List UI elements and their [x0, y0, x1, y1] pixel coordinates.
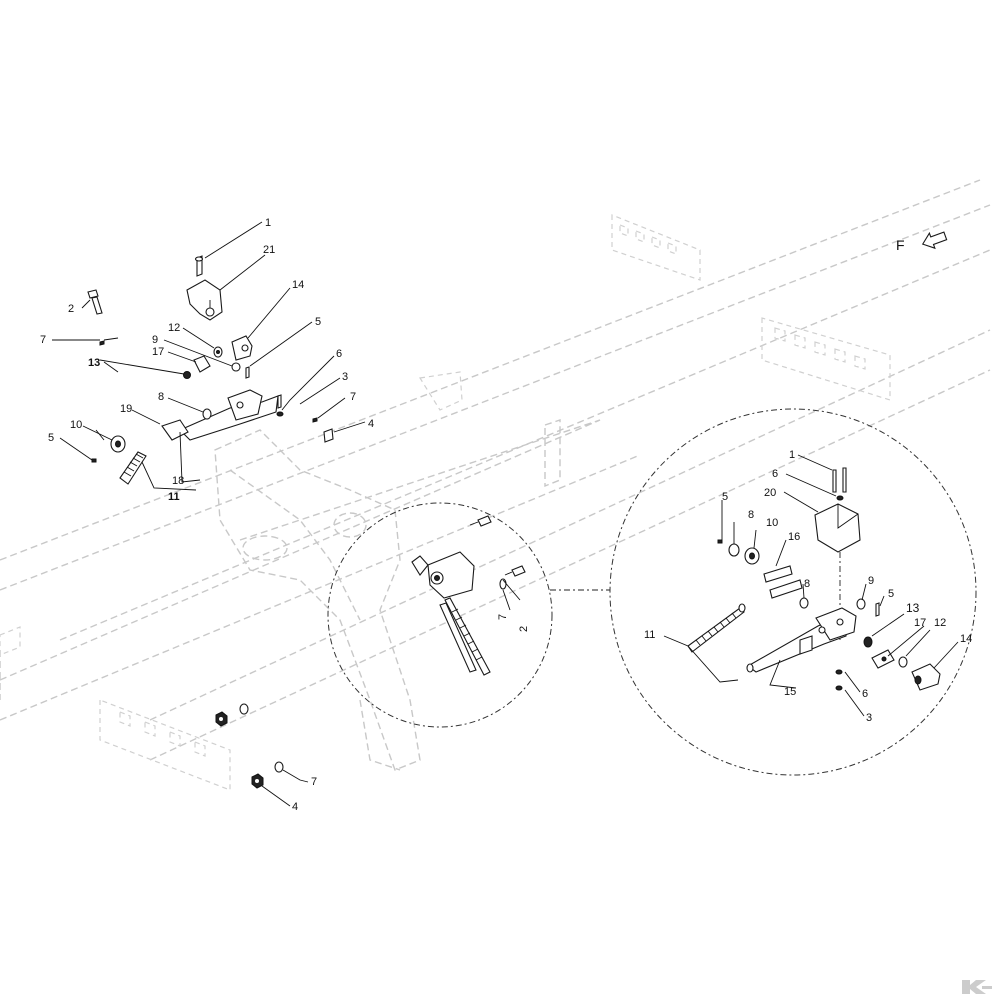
callout-left-3: 3 [342, 371, 348, 383]
callout-detail-20: 20 [764, 487, 776, 499]
bottom-fasteners: 7 4 [215, 703, 317, 813]
callout-detail-14: 14 [960, 633, 972, 645]
callout-left-17: 17 [152, 346, 164, 358]
callout-detail-5a: 5 [722, 491, 728, 503]
callout-left-7b: 7 [350, 391, 356, 403]
callout-detail-3: 3 [866, 712, 872, 724]
callout-detail-11: 11 [644, 629, 655, 641]
callout-detail-8a: 8 [748, 509, 754, 521]
callout-left-10: 10 [70, 419, 82, 431]
callout-detail-17: 17 [914, 617, 926, 629]
callout-detail-9: 9 [868, 575, 874, 587]
callout-left-21: 21 [263, 244, 275, 256]
callout-left-18: 18 [172, 475, 184, 487]
callout-left-11: 11 [168, 491, 180, 503]
callout-detail-6b: 6 [862, 688, 868, 700]
center-inset: 7 2 [327, 502, 610, 728]
callout-detail-1: 1 [789, 449, 795, 461]
callout-center-7: 7 [497, 614, 509, 620]
callout-left-8: 8 [158, 391, 164, 403]
callout-detail-12: 12 [934, 617, 946, 629]
callout-center-2: 2 [518, 626, 530, 632]
callout-left-13: 13 [88, 357, 100, 369]
callout-left-1: 1 [265, 217, 271, 229]
callout-detail-13: 13 [906, 601, 920, 615]
callout-detail-10: 10 [766, 517, 778, 529]
callout-left-7a: 7 [40, 334, 46, 346]
callout-bottom-4: 4 [292, 801, 298, 813]
arrow-icon [921, 231, 948, 250]
callout-detail-16: 16 [788, 531, 800, 543]
callout-left-4: 4 [368, 418, 374, 430]
callout-left-5b: 5 [48, 432, 54, 444]
callout-detail-5b: 5 [888, 588, 894, 600]
view-marker: F [896, 231, 948, 253]
callout-left-5: 5 [315, 316, 321, 328]
callout-left-2: 2 [68, 303, 74, 315]
view-marker-label: F [896, 237, 905, 253]
callout-left-9: 9 [152, 334, 158, 346]
chassis-frame [0, 179, 991, 791]
callout-left-12: 12 [168, 322, 180, 334]
callout-left-6: 6 [336, 348, 342, 360]
callout-detail-8b: 8 [804, 578, 810, 590]
callout-detail-15: 15 [784, 686, 796, 698]
callout-detail-6: 6 [772, 468, 778, 480]
callout-left-14: 14 [292, 279, 304, 291]
upper-left-assembly: 1 21 2 14 7 12 9 5 [40, 217, 374, 503]
callout-bottom-7: 7 [311, 776, 317, 788]
detail-inset: 1 6 20 5 8 10 16 8 9 [609, 408, 977, 776]
callout-left-19: 19 [120, 403, 132, 415]
brand-logo [962, 980, 992, 994]
